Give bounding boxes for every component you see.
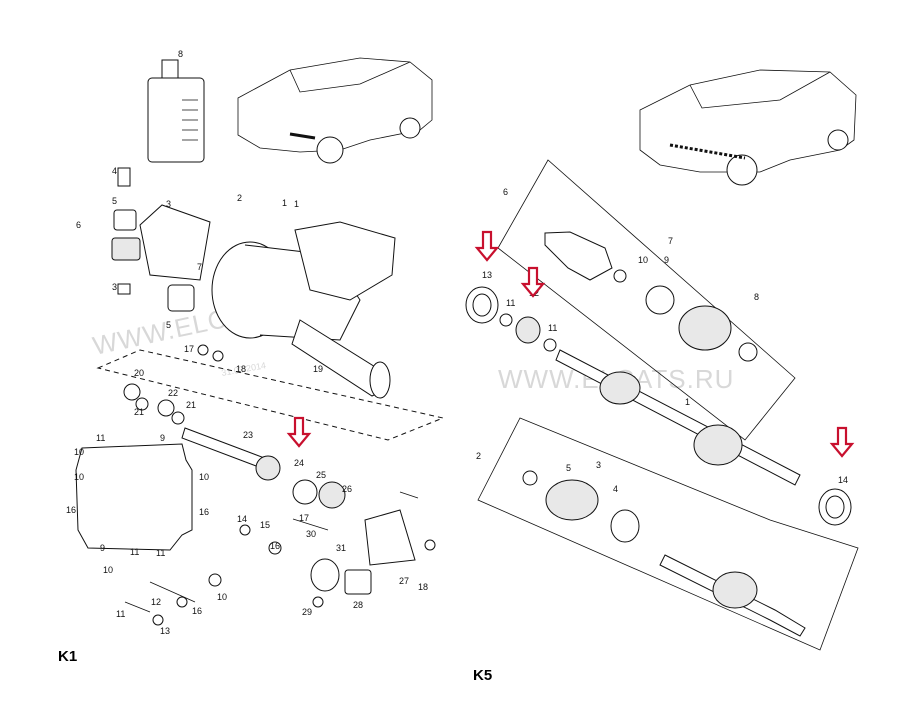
k5-callout-9: 9 bbox=[664, 255, 669, 265]
k1-callout-10: 10 bbox=[74, 447, 84, 457]
section-label-k5: K5 bbox=[473, 667, 492, 684]
k5-callout-6: 6 bbox=[503, 187, 508, 197]
k1-callout-5: 5 bbox=[166, 320, 171, 330]
k1-callout-21: 21 bbox=[134, 407, 144, 417]
k5-callout-8: 8 bbox=[754, 292, 759, 302]
k1-callout-9: 9 bbox=[160, 433, 165, 443]
k1-callout-20: 20 bbox=[134, 368, 144, 378]
inner-joint-parts bbox=[522, 470, 806, 637]
k1-callout-30: 30 bbox=[306, 529, 316, 539]
oil-bottle-icon bbox=[147, 59, 205, 163]
k1-callout-13: 13 bbox=[160, 626, 170, 636]
drive-shaft-icon bbox=[555, 349, 801, 486]
k1-callout-31: 31 bbox=[336, 543, 346, 553]
k1-callout-10: 10 bbox=[199, 472, 209, 482]
k1-callout-14: 14 bbox=[237, 514, 247, 524]
k1-callout-2: 2 bbox=[237, 193, 242, 203]
k1-callout-11: 11 bbox=[130, 547, 139, 557]
k1-callout-6: 6 bbox=[76, 220, 81, 230]
k1-callout-16: 16 bbox=[199, 507, 209, 517]
k1-callout-18: 18 bbox=[236, 364, 246, 374]
k1-callout-16: 16 bbox=[192, 606, 202, 616]
outer-cv-joint-group-box bbox=[497, 159, 796, 441]
k1-callout-23: 23 bbox=[243, 430, 253, 440]
section-label-k1: K1 bbox=[58, 648, 77, 665]
highlight-arrows bbox=[286, 230, 855, 458]
k1-callout-1: 1 bbox=[282, 198, 287, 208]
k1-callout-19: 19 bbox=[313, 364, 323, 374]
k5-callout-2: 2 bbox=[476, 451, 481, 461]
highlight-arrow-13 bbox=[474, 230, 500, 262]
k5-callout-13: 13 bbox=[482, 270, 492, 280]
k1-callout-11: 11 bbox=[96, 433, 105, 443]
pinion-shaft-icon bbox=[181, 427, 346, 509]
outer-joint-parts bbox=[544, 231, 758, 362]
k1-callout-11: 11 bbox=[116, 609, 125, 619]
k1-callout-25: 25 bbox=[316, 470, 326, 480]
k1-callout-9: 9 bbox=[100, 543, 105, 553]
cover-gasket-icon bbox=[75, 443, 193, 551]
k5-callout-5: 5 bbox=[566, 463, 571, 473]
k1-callout-3: 3 bbox=[166, 199, 171, 209]
differential-housing-icon bbox=[211, 221, 396, 399]
bearing-rings-k1 bbox=[123, 344, 224, 425]
inner-cv-joint-group-box bbox=[477, 417, 859, 651]
k1-callout-22: 22 bbox=[168, 388, 178, 398]
exploded-view-boundary-k1 bbox=[96, 349, 445, 441]
k5-callout-7: 7 bbox=[668, 236, 673, 246]
k1-callout-26: 26 bbox=[342, 484, 352, 494]
vehicle-illustration-right bbox=[639, 69, 857, 186]
k1-callout-24: 24 bbox=[294, 458, 304, 468]
highlight-arrow-24 bbox=[286, 416, 312, 448]
k1-callout-12: 12 bbox=[151, 597, 161, 607]
k1-callout-1: 1 bbox=[294, 199, 299, 209]
k1-callout-29: 29 bbox=[302, 607, 312, 617]
k1-callout-28: 28 bbox=[353, 600, 363, 610]
k1-callout-18: 18 bbox=[418, 582, 428, 592]
k1-callout-10: 10 bbox=[217, 592, 227, 602]
k1-callout-15: 15 bbox=[260, 520, 270, 530]
k1-callout-7: 7 bbox=[197, 262, 202, 272]
k5-callout-11: 11 bbox=[506, 298, 515, 308]
k1-callout-27: 27 bbox=[399, 576, 409, 586]
k1-callout-4: 4 bbox=[112, 166, 117, 176]
k1-callout-21: 21 bbox=[186, 400, 196, 410]
lower-fasteners-k1 bbox=[124, 491, 436, 626]
highlight-arrow-14 bbox=[829, 426, 855, 458]
mount-bracket-icon bbox=[111, 167, 211, 312]
highlight-arrow-12 bbox=[520, 266, 546, 298]
vehicle-illustration-left bbox=[237, 57, 433, 164]
k1-callout-10: 10 bbox=[74, 472, 84, 482]
k1-callout-16: 16 bbox=[270, 541, 280, 551]
k1-callout-17: 17 bbox=[299, 513, 309, 523]
k1-callout-11: 11 bbox=[156, 548, 165, 558]
k1-callout-17: 17 bbox=[184, 344, 194, 354]
k1-callout-8: 8 bbox=[178, 49, 183, 59]
k5-callout-1: 1 bbox=[685, 397, 690, 407]
k1-callout-5: 5 bbox=[112, 196, 117, 206]
k1-callout-16: 16 bbox=[66, 505, 76, 515]
k5-callout-11: 11 bbox=[548, 323, 557, 333]
seal-rings-k5 bbox=[465, 286, 852, 526]
k5-callout-14: 14 bbox=[838, 475, 848, 485]
k5-callout-10: 10 bbox=[638, 255, 648, 265]
k1-callout-3: 3 bbox=[112, 282, 117, 292]
k5-callout-4: 4 bbox=[613, 484, 618, 494]
k5-callout-3: 3 bbox=[596, 460, 601, 470]
k1-callout-10: 10 bbox=[103, 565, 113, 575]
